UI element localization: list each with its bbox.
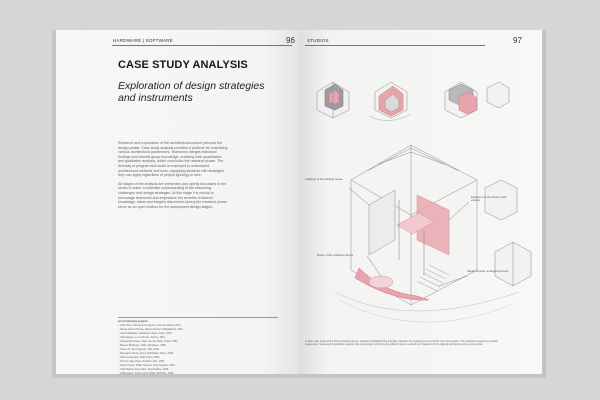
reference-item: – Therme Vals, Peter Zumthor, Vals, 1996 [118, 360, 165, 363]
callout-3: Route of the exhibition above [317, 253, 354, 257]
left-page: HARDWARE | SOFTWARE 96 CASE STUDY ANALYS… [56, 30, 299, 374]
references-title: List of reference projects [118, 320, 148, 323]
references-list: List of reference projects – Vitra Haus,… [118, 320, 248, 374]
callout-2: Extension of the former main volume [471, 195, 507, 203]
references-items: – Vitra Haus, Herzog & de Meuron, Weil a… [118, 324, 248, 374]
figure-caption: In their case study of the Vanna Venturi… [305, 340, 498, 347]
reference-item: – Fallingwater, Frank Lloyd Wright, Mill… [118, 372, 174, 374]
reference-item: – Casa da Musica, OMA, Porto, 2005 [118, 356, 160, 359]
running-head-left: HARDWARE | SOFTWARE [113, 38, 174, 43]
body-paragraph-2: All stages of the analysis are presented… [118, 181, 228, 209]
page-subtitle: Exploration of design strategies and ins… [118, 80, 265, 104]
main-axonometric [334, 144, 532, 323]
reference-item: – Farnsworth House, Mies van der Rohe, P… [118, 340, 178, 343]
callout-1: Adaption of the existing house [305, 177, 343, 181]
reference-item: – Glass House, Philip Johnson, New Canaa… [118, 364, 175, 367]
right-page: STUDIOS 97 [299, 30, 542, 374]
reference-item: – Villa Mairea, Alvar Aalto, Noormarkku,… [118, 368, 169, 371]
reference-item: – Villa Savoye, Le Corbusier, Poissy, 19… [118, 336, 165, 339]
reference-item: – Maison Bordeaux, OMA, Bordeaux, 1998 [118, 344, 166, 347]
header-rule-left [112, 45, 292, 46]
small-diagram-1 [316, 81, 350, 119]
page-number-left: 96 [286, 36, 295, 45]
running-head-right: STUDIOS [307, 38, 329, 43]
reference-item: – House N, Sou Fujimoto, Oita, 2008 [118, 348, 159, 351]
open-book: HARDWARE | SOFTWARE 96 CASE STUDY ANALYS… [56, 30, 542, 374]
page-number-right: 97 [513, 36, 522, 45]
page-title: CASE STUDY ANALYSIS [118, 59, 248, 71]
reference-item: – Vitra Haus, Herzog & de Meuron, Weil a… [118, 324, 181, 327]
callout-4: Studio through underground level [467, 269, 509, 273]
body-paragraph-1: Research and exploration of the architec… [118, 141, 228, 178]
reference-item: – Moriyama House, Ryue Nishizawa, Tokyo,… [118, 352, 174, 355]
small-diagram-3 [444, 81, 510, 119]
references-rule [118, 317, 278, 318]
reference-item: – Vanna Venturi House, Robert Venturi, P… [118, 328, 183, 331]
body-text: Research and exploration of the architec… [118, 141, 228, 213]
header-rule-right [305, 45, 485, 46]
reference-item: – Casa Malaparte, Adalberto Libera, Capr… [118, 332, 172, 335]
small-diagram-2 [368, 81, 412, 121]
axonometric-figures [316, 81, 532, 323]
